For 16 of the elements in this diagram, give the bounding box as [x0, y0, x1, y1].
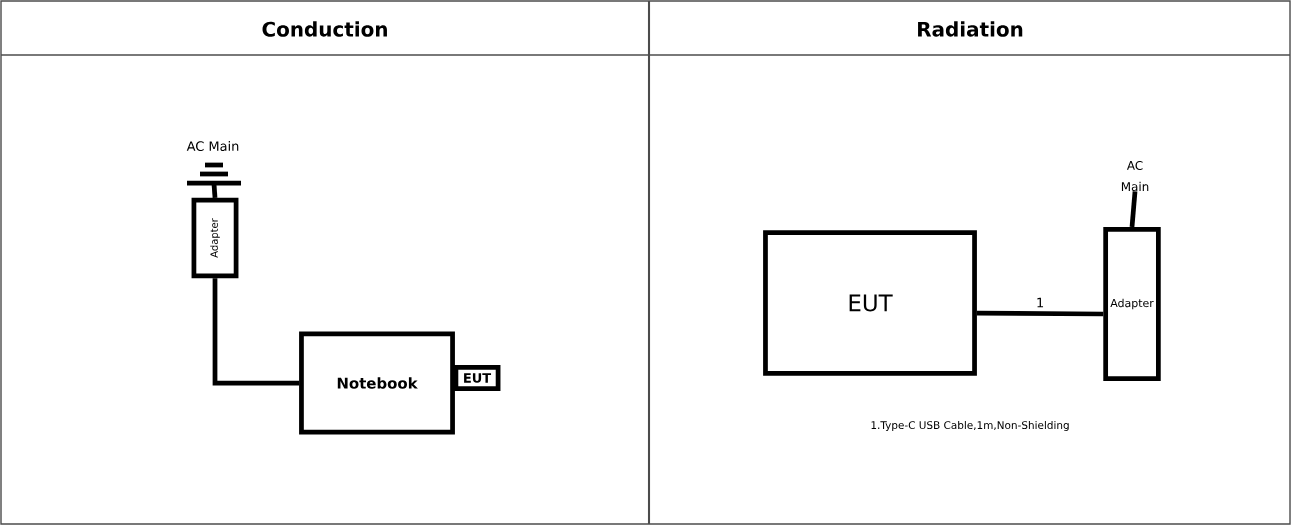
device-box: EUT	[763, 230, 977, 376]
device-box: EUT	[453, 365, 501, 391]
adapter-box: Adapter	[191, 197, 239, 279]
cable-line	[1129, 191, 1138, 228]
column-header: Conduction	[262, 21, 387, 37]
device-box: Notebook	[299, 331, 455, 435]
ground-symbol	[187, 162, 241, 186]
cable-note: 1.Type-C USB Cable,1m,Non-Shielding	[871, 420, 1069, 432]
cable-line	[211, 183, 218, 199]
edge-label: 1	[1034, 296, 1046, 309]
cable-line	[212, 278, 300, 386]
adapter-box: Adapter	[1103, 226, 1161, 382]
cable-line	[976, 310, 1104, 317]
column-header: Radiation	[918, 21, 1023, 37]
power-label: AC Main	[1121, 160, 1149, 192]
node-caption: AC Main	[186, 141, 239, 152]
